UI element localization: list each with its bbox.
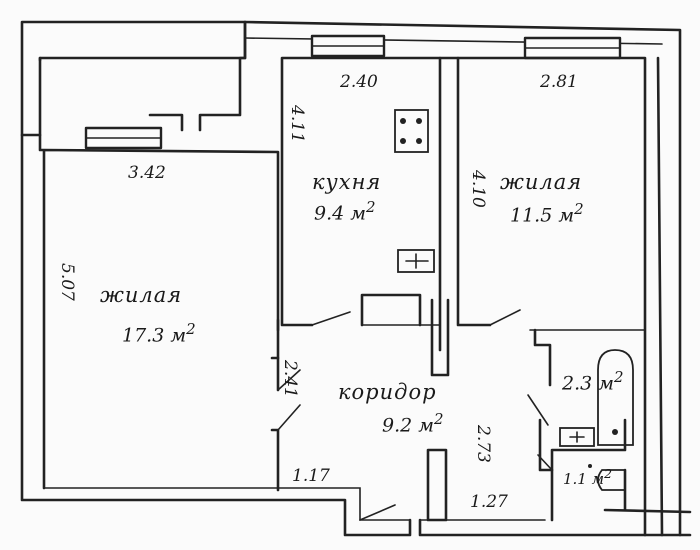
right-living-door [489, 309, 521, 326]
dim-corridor-b: 2.73 [473, 425, 493, 463]
dim-living-right-width: 2.81 [540, 72, 578, 92]
left-exterior-wall [20, 133, 412, 537]
outer-wall-top-right [243, 20, 682, 537]
kitchen-sink-icon [397, 249, 435, 273]
bathroom-door [527, 394, 549, 426]
corridor-bottom-posts [426, 448, 448, 522]
stove-burner-icon [416, 118, 422, 124]
dim-corridor-a: 2.41 [280, 360, 300, 398]
room-area-bathroom: 2.3 м2 [562, 368, 624, 395]
stove-burner-icon [416, 138, 422, 144]
dim-living-left-length: 5.07 [57, 263, 77, 301]
bathtub-icon [597, 349, 634, 446]
entrance-door [359, 504, 396, 521]
room-area-wc: 1.1 м2 [563, 466, 613, 488]
washbasin-icon [559, 427, 595, 447]
room-area-kitchen: 9.4 м2 [314, 198, 376, 225]
stove-burner-icon [400, 138, 406, 144]
dim-living-left-width: 3.42 [128, 163, 166, 183]
bottom-right-walls [418, 508, 692, 537]
room-area-corridor: 9.2 м2 [382, 410, 444, 437]
corridor-left-wall [270, 356, 280, 492]
left-inner-bottom [43, 487, 411, 521]
stove-icon [394, 109, 429, 153]
toilet-icon [597, 469, 626, 491]
room-name-living-left: жилая [100, 283, 183, 307]
living-left-walls [38, 133, 280, 490]
kitchen-counter [360, 293, 422, 327]
corridor-door-left [277, 369, 301, 431]
dim-kitchen-length: 4.11 [287, 105, 307, 143]
dim-corridor-d: 1.27 [470, 492, 508, 512]
room-name-living-right: жилая [500, 170, 583, 194]
dim-kitchen-width: 2.40 [340, 72, 378, 92]
room-area-living-right: 11.5 м2 [510, 200, 584, 227]
room-name-corridor: коридор [338, 380, 437, 404]
washbasin-tap-icon [569, 431, 585, 443]
kitchen-door [311, 311, 351, 326]
room-area-living-left: 17.3 м2 [122, 320, 196, 347]
bathtub-drain-icon [612, 429, 618, 435]
outer-wall-upper [38, 20, 247, 132]
wc-door [537, 454, 553, 471]
stove-burner-icon [400, 118, 406, 124]
toilet-mark-icon [588, 464, 592, 468]
dim-living-right-length: 4.10 [468, 170, 488, 208]
right-living-walls [456, 56, 664, 537]
dim-corridor-c: 1.17 [292, 466, 330, 486]
room-name-kitchen: кухня [312, 170, 382, 194]
outer-wall-top-left [20, 20, 247, 137]
kitchen-right-partition [430, 56, 492, 377]
